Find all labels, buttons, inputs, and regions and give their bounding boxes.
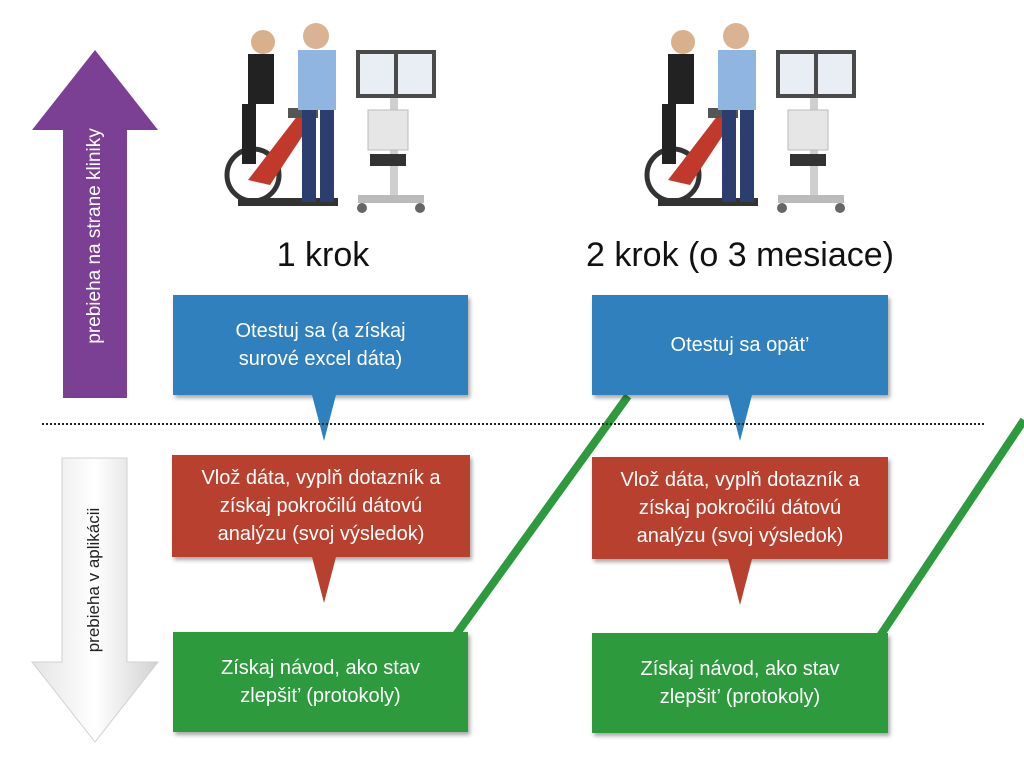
step-2-test-box: Otestuj sa opät’ <box>592 295 888 395</box>
step-2-data-text: Vlož dáta, vyplň dotazník a získaj pokro… <box>620 469 860 547</box>
step-2-guide-box: Získaj návod, ako stav zlepšit’ (protoko… <box>592 633 888 733</box>
step-2-title: 2 krok (o 3 mesiace) <box>586 236 894 274</box>
step-2-guide-text: Získaj návod, ako stav zlepšit’ (protoko… <box>640 658 840 708</box>
step-2-test-text: Otestuj sa opät’ <box>670 334 810 356</box>
step-1-test-pointer <box>312 395 336 441</box>
step-2-test-pointer <box>728 395 752 441</box>
step-1-data-pointer <box>312 557 336 603</box>
step-1-title: 1 krok <box>276 236 370 274</box>
step-1-guide-box: Získaj návod, ako stav zlepšit’ (protoko… <box>173 632 468 732</box>
app-side-arrow <box>30 457 160 743</box>
connector-line-2 <box>876 417 1024 639</box>
clinic-app-divider <box>42 423 984 425</box>
clinic-side-label: prebieha na strane kliniky <box>84 128 105 344</box>
clinic-side-arrow <box>32 50 158 398</box>
step-2-data-box: Vlož dáta, vyplň dotazník a získaj pokro… <box>592 457 888 559</box>
cyclist-lab-test-photo <box>224 23 436 213</box>
connector-line-1 <box>451 393 632 639</box>
step-1-test-box: Otestuj sa (a získaj surové excel dáta) <box>173 295 468 395</box>
app-side-label: prebieha v aplikácii <box>84 507 103 653</box>
cyclist-lab-test-photo-2 <box>644 23 856 213</box>
step-2-data-pointer <box>728 559 752 605</box>
step-1-test-text: Otestuj sa (a získaj surové excel dáta) <box>235 320 406 370</box>
step-1-data-text: Vlož dáta, vyplň dotazník a získaj pokro… <box>201 467 441 545</box>
step-1-guide-text: Získaj návod, ako stav zlepšit’ (protoko… <box>221 657 420 707</box>
step-1-data-box: Vlož dáta, vyplň dotazník a získaj pokro… <box>172 455 470 557</box>
